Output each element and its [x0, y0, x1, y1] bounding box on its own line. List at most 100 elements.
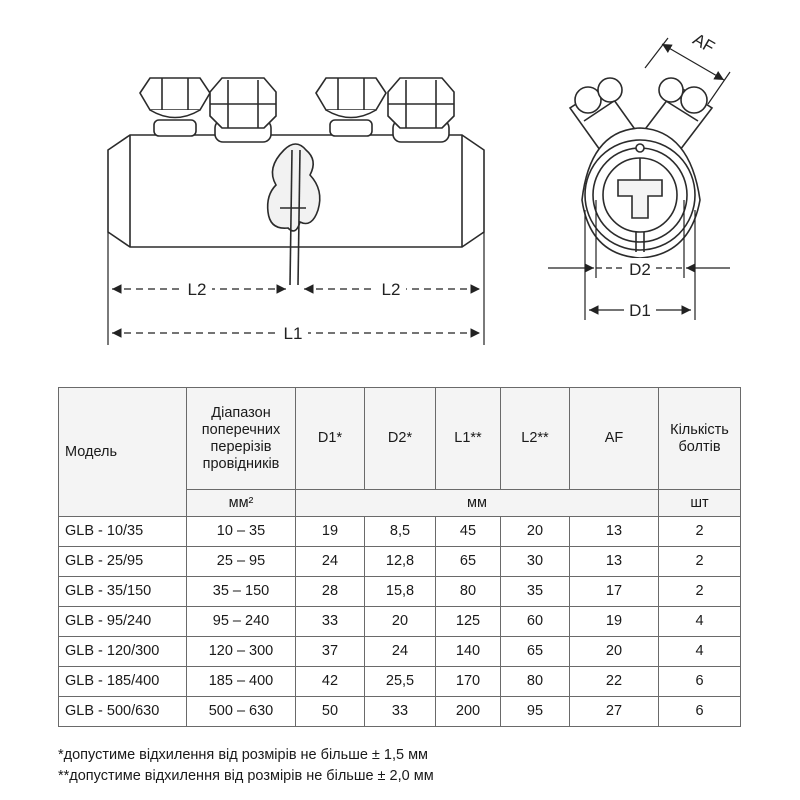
- cell-l2: 80: [500, 666, 570, 697]
- header-l1: L1**: [435, 387, 501, 490]
- cell-bolts: 6: [658, 696, 741, 727]
- label-d1: D1: [629, 301, 651, 320]
- connector-side-view: [107, 77, 485, 286]
- cell-bolts: 2: [658, 576, 741, 607]
- cell-range: 185 – 400: [186, 666, 296, 697]
- label-l2-right: L2: [382, 280, 401, 299]
- cell-bolts: 6: [658, 666, 741, 697]
- cell-d2: 25,5: [364, 666, 436, 697]
- cell-l1: 125: [435, 606, 501, 637]
- cell-d2: 20: [364, 606, 436, 637]
- cell-bolts: 2: [658, 516, 741, 547]
- cell-range: 10 – 35: [186, 516, 296, 547]
- cell-l1: 45: [435, 516, 501, 547]
- table-units-row: мм² мм шт: [59, 489, 741, 517]
- header-range: Діапазон поперечних перерізів провідникі…: [186, 387, 296, 490]
- cell-d1: 28: [295, 576, 365, 607]
- cell-af: 27: [569, 696, 659, 727]
- cell-range: 95 – 240: [186, 606, 296, 637]
- table-row: GLB - 95/240 95 – 240 33 20 125 60 19 4: [58, 606, 741, 637]
- cell-d2: 8,5: [364, 516, 436, 547]
- bolt-head-icon: [387, 77, 455, 143]
- table-header-row: Модель Діапазон поперечних перерізів про…: [58, 387, 741, 517]
- table-row: GLB - 10/35 10 – 35 19 8,5 45 20 13 2: [58, 516, 741, 547]
- cell-l2: 30: [500, 546, 570, 577]
- cell-l2: 60: [500, 606, 570, 637]
- cell-bolts: 4: [658, 606, 741, 637]
- cell-af: 19: [569, 606, 659, 637]
- label-l1: L1: [284, 324, 303, 343]
- cell-model: GLB - 95/240: [58, 606, 187, 637]
- footnote-tolerance-length: **допустиме відхилення від розмірів не б…: [58, 768, 434, 784]
- label-af: AF: [690, 30, 718, 57]
- cell-d2: 15,8: [364, 576, 436, 607]
- cell-d1: 42: [295, 666, 365, 697]
- unit-range: мм²: [186, 489, 296, 517]
- cell-range: 35 – 150: [186, 576, 296, 607]
- cell-af: 13: [569, 516, 659, 547]
- cell-d2: 12,8: [364, 546, 436, 577]
- header-range-line: провідників: [202, 455, 280, 472]
- cell-l2: 20: [500, 516, 570, 547]
- cell-af: 13: [569, 546, 659, 577]
- header-model: Модель: [58, 387, 187, 517]
- bolt-head-icon: [315, 77, 387, 137]
- table-row: GLB - 35/150 35 – 150 28 15,8 80 35 17 2: [58, 576, 741, 607]
- cell-l2: 95: [500, 696, 570, 727]
- unit-dims: мм: [295, 489, 659, 517]
- cell-d2: 24: [364, 636, 436, 667]
- cell-d1: 37: [295, 636, 365, 667]
- cell-af: 22: [569, 666, 659, 697]
- table-row: GLB - 25/95 25 – 95 24 12,8 65 30 13 2: [58, 546, 741, 577]
- cell-l1: 140: [435, 636, 501, 667]
- cell-model: GLB - 185/400: [58, 666, 187, 697]
- cell-model: GLB - 10/35: [58, 516, 187, 547]
- technical-drawing: L2 L2 L1: [107, 30, 731, 345]
- cell-af: 20: [569, 636, 659, 667]
- cell-model: GLB - 500/630: [58, 696, 187, 727]
- end-dimensions: [548, 37, 731, 320]
- table-row: GLB - 500/630 500 – 630 50 33 200 95 27 …: [58, 696, 741, 727]
- header-range-line: поперечних: [201, 421, 281, 438]
- header-d1: D1*: [295, 387, 365, 490]
- footnote-tolerance-diameter: *допустиме відхилення від розмірів не бі…: [58, 747, 429, 763]
- header-bolts-line: Кількість: [670, 421, 729, 438]
- cell-bolts: 4: [658, 636, 741, 667]
- table-row: GLB - 120/300 120 – 300 37 24 140 65 20 …: [58, 636, 741, 667]
- footnotes: *допустиме відхилення від розмірів не бі…: [58, 745, 434, 787]
- bolt-head-icon: [209, 77, 277, 143]
- cell-l1: 65: [435, 546, 501, 577]
- header-range-line: перерізів: [210, 438, 272, 455]
- table-row: GLB - 185/400 185 – 400 42 25,5 170 80 2…: [58, 666, 741, 697]
- header-range-line: Діапазон: [211, 404, 271, 421]
- cell-range: 120 – 300: [186, 636, 296, 667]
- cell-d1: 50: [295, 696, 365, 727]
- header-d2: D2*: [364, 387, 436, 490]
- cell-range: 500 – 630: [186, 696, 296, 727]
- header-l2: L2**: [500, 387, 570, 490]
- cell-bolts: 2: [658, 546, 741, 577]
- bolt-head-icon: [139, 77, 211, 137]
- label-l2-left: L2: [188, 280, 207, 299]
- spec-table: Модель Діапазон поперечних перерізів про…: [58, 387, 741, 727]
- cell-d2: 33: [364, 696, 436, 727]
- cell-range: 25 – 95: [186, 546, 296, 577]
- cell-d1: 24: [295, 546, 365, 577]
- cell-l1: 200: [435, 696, 501, 727]
- cell-model: GLB - 25/95: [58, 546, 187, 577]
- connector-end-view: [568, 77, 714, 259]
- cell-l2: 65: [500, 636, 570, 667]
- cell-l2: 35: [500, 576, 570, 607]
- header-bolts-line: болтів: [678, 438, 721, 455]
- cell-model: GLB - 35/150: [58, 576, 187, 607]
- label-d2: D2: [629, 260, 651, 279]
- header-af: AF: [569, 387, 659, 490]
- cell-l1: 170: [435, 666, 501, 697]
- cell-af: 17: [569, 576, 659, 607]
- header-bolts: Кількість болтів: [658, 387, 741, 490]
- cell-l1: 80: [435, 576, 501, 607]
- cell-d1: 19: [295, 516, 365, 547]
- cell-model: GLB - 120/300: [58, 636, 187, 667]
- unit-bolts: шт: [658, 489, 741, 517]
- cell-d1: 33: [295, 606, 365, 637]
